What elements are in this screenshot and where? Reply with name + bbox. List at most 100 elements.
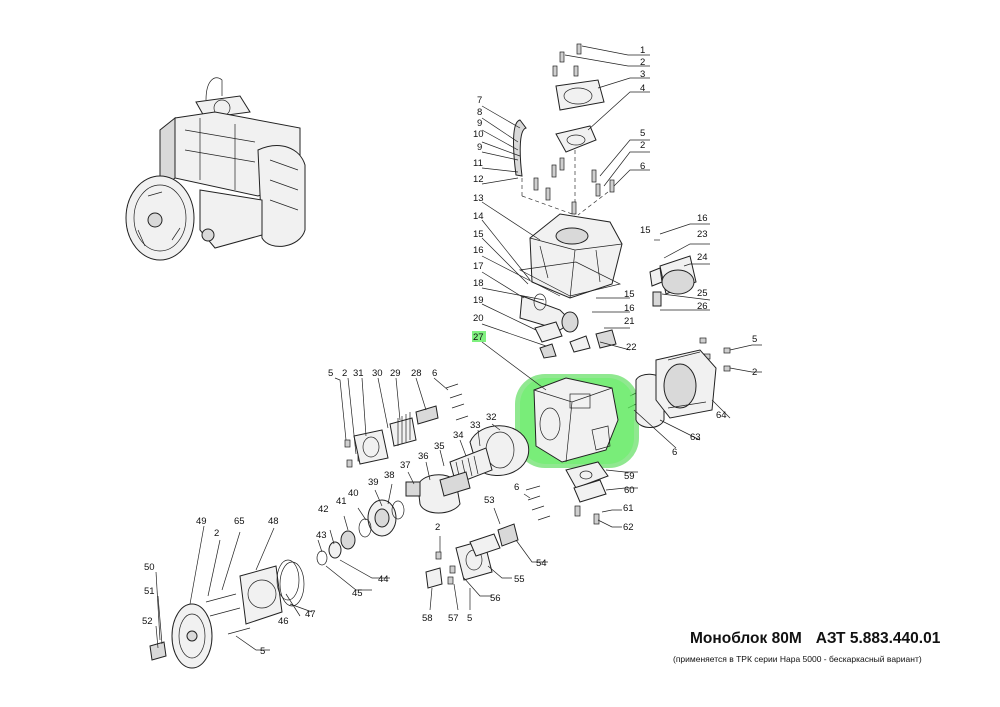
callout: 7 xyxy=(477,95,482,106)
callout: 22 xyxy=(626,342,637,353)
shaft-and-seal-group xyxy=(316,405,530,566)
upper-housing xyxy=(518,213,623,299)
callout: 50 xyxy=(144,562,155,573)
callout: 31 xyxy=(353,368,364,379)
callout-highlighted: 27 xyxy=(473,332,484,343)
callout: 16 xyxy=(624,303,635,314)
callout: 29 xyxy=(390,368,401,379)
callout: 34 xyxy=(453,430,464,441)
callout: 10 xyxy=(473,129,484,140)
callout: 64 xyxy=(716,410,727,421)
callout: 15 xyxy=(640,225,651,236)
callout: 43 xyxy=(316,530,327,541)
callout: 52 xyxy=(142,616,153,627)
cover-plate-59-60 xyxy=(565,461,609,503)
callout: 19 xyxy=(473,295,484,306)
callout: 2 xyxy=(640,57,645,68)
callout: 16 xyxy=(697,213,708,224)
bracket-and-pulley xyxy=(149,559,305,669)
callout: 21 xyxy=(624,316,635,327)
callout: 55 xyxy=(514,574,525,585)
drawing-code: АЗТ 5.883.440.01 xyxy=(815,630,941,647)
callout: 47 xyxy=(305,609,316,620)
callout: 39 xyxy=(368,477,379,488)
drawing-name: Моноблок 80М xyxy=(690,630,802,647)
callout: 5 xyxy=(640,128,645,139)
callout: 2 xyxy=(435,522,440,533)
callout: 6 xyxy=(672,447,677,458)
callout: 60 xyxy=(624,485,635,496)
callout: 13 xyxy=(473,193,484,204)
callout: 5 xyxy=(467,613,472,624)
callout: 8 xyxy=(477,107,482,118)
callout: 5 xyxy=(328,368,333,379)
callout: 1 xyxy=(640,45,645,56)
callout: 6 xyxy=(432,368,437,379)
callout: 30 xyxy=(372,368,383,379)
callout: 65 xyxy=(234,516,245,527)
flange-group xyxy=(425,523,519,589)
callout: 16 xyxy=(473,245,484,256)
top-cover-group xyxy=(513,79,609,216)
callout: 59 xyxy=(624,471,635,482)
callout: 2 xyxy=(342,368,347,379)
callout: 2 xyxy=(214,528,219,539)
callout: 38 xyxy=(384,470,395,481)
callout: 46 xyxy=(278,616,289,627)
callout: 23 xyxy=(697,229,708,240)
callout: 14 xyxy=(473,211,484,222)
callout: 12 xyxy=(473,174,484,185)
callout: 5 xyxy=(752,334,757,345)
callout: 15 xyxy=(473,229,484,240)
leader-lines xyxy=(155,45,762,651)
callout: 6 xyxy=(640,161,645,172)
callout: 4 xyxy=(640,83,645,94)
callout: 49 xyxy=(196,516,207,527)
callout: 63 xyxy=(690,432,701,443)
callout: 2 xyxy=(752,367,757,378)
callout: 9 xyxy=(477,142,482,153)
callout: 20 xyxy=(473,313,484,324)
callout: 32 xyxy=(486,412,497,423)
callout: 2 xyxy=(640,140,645,151)
callout: 28 xyxy=(411,368,422,379)
callout: 33 xyxy=(470,420,481,431)
callout: 26 xyxy=(697,301,708,312)
assembled-unit-view xyxy=(125,77,306,261)
callout: 25 xyxy=(697,288,708,299)
callout: 54 xyxy=(536,558,547,569)
callout: 9 xyxy=(477,118,482,129)
callout: 44 xyxy=(378,574,389,585)
callout: 18 xyxy=(473,278,484,289)
callout: 37 xyxy=(400,460,411,471)
pump-body xyxy=(533,377,619,463)
callout: 42 xyxy=(318,504,329,515)
callout: 58 xyxy=(422,613,433,624)
callout: 41 xyxy=(336,496,347,507)
callout: 24 xyxy=(697,252,708,263)
callout: 11 xyxy=(473,158,483,169)
callout: 51 xyxy=(144,586,155,597)
callout: 48 xyxy=(268,516,279,527)
callout: 35 xyxy=(434,441,445,452)
drawing-note: (применяется в ТРК серии Нара 5000 - бес… xyxy=(673,654,922,664)
callout: 45 xyxy=(352,588,363,599)
callout: 15 xyxy=(624,289,635,300)
callout: 40 xyxy=(348,488,359,499)
callout: 53 xyxy=(484,495,495,506)
drawing-title: Моноблок 80М АЗТ 5.883.440.01 xyxy=(690,630,954,648)
callout: 5 xyxy=(260,646,265,657)
filter-group xyxy=(635,255,717,428)
callout-labels: 1 2 3 4 5 2 6 7 8 9 10 9 11 12 13 14 15 … xyxy=(142,45,757,657)
callout: 36 xyxy=(418,451,429,462)
callout: 3 xyxy=(640,69,645,80)
callout: 17 xyxy=(473,261,484,272)
callout: 56 xyxy=(490,593,501,604)
callout: 6 xyxy=(514,482,519,493)
callout: 61 xyxy=(623,503,634,514)
fastener-bolts xyxy=(344,43,731,585)
callout-highlight xyxy=(472,331,486,342)
inlet-pipe xyxy=(519,293,617,359)
callout: 62 xyxy=(623,522,634,533)
